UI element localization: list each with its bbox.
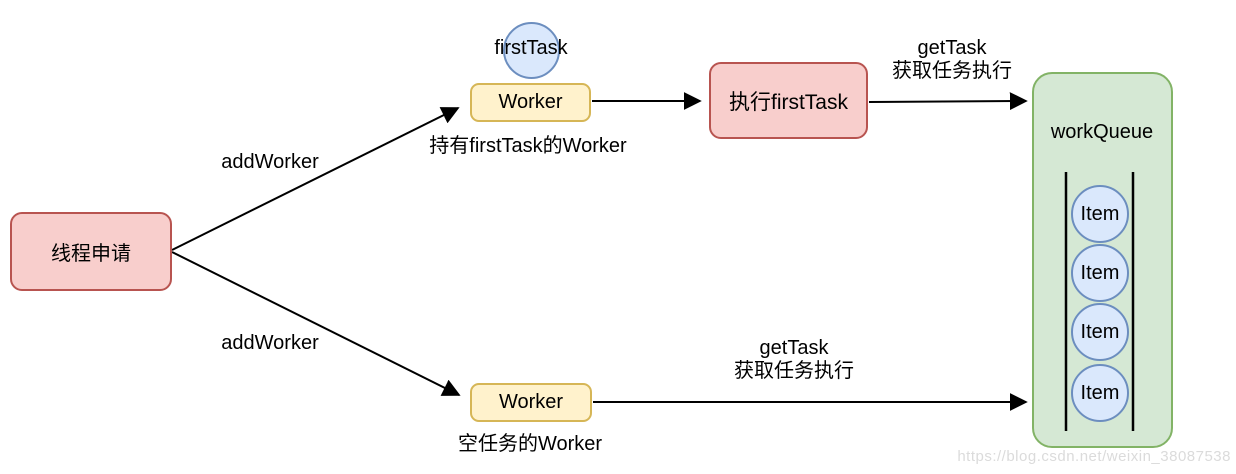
edge-label-gettask-bottom: getTask 获取任务执行 (734, 337, 854, 383)
edge-label-addworker-bottom: addWorker (221, 332, 319, 354)
edge-addworker-bottom-arrow (171, 251, 461, 396)
worker-top-caption: 持有firstTask的Worker (429, 135, 627, 157)
gettask-bottom-line1: getTask (759, 337, 829, 359)
exec-first-task-box[interactable]: 执行firstTask (709, 62, 868, 139)
worker-bottom-caption: 空任务的Worker (457, 433, 603, 455)
worker-top-box[interactable]: Worker (470, 83, 591, 122)
exec-first-task-label: 执行firstTask (728, 90, 848, 114)
first-task-label: firstTask (494, 37, 568, 59)
edge-label-gettask-top: getTask 获取任务执行 (892, 37, 1012, 83)
edge-addworker-top-arrow (171, 107, 460, 251)
edge-exec-to-queue-arrow (868, 92, 1028, 111)
worker-top-label: Worker (498, 91, 563, 113)
work-queue-label: workQueue (1050, 121, 1154, 143)
queue-item[interactable]: Item (1071, 244, 1129, 302)
thread-request-label: 线程申请 (51, 243, 131, 265)
queue-item[interactable]: Item (1071, 303, 1129, 361)
queue-item-label: Item (1080, 261, 1120, 284)
queue-item[interactable]: Item (1071, 364, 1129, 422)
first-task-circle[interactable] (503, 22, 560, 79)
watermark-url: https://blog.csdn.net/weixin_38087538 (957, 448, 1231, 465)
worker-bottom-box[interactable]: Worker (470, 383, 592, 422)
queue-item-label: Item (1080, 381, 1120, 404)
worker-bottom-label: Worker (498, 391, 564, 413)
thread-request-box[interactable]: 线程申请 (10, 212, 172, 291)
gettask-top-line1: getTask (917, 37, 987, 59)
queue-item[interactable]: Item (1071, 185, 1129, 243)
gettask-bottom-line2: 获取任务执行 (734, 360, 854, 382)
queue-item-label: Item (1080, 202, 1120, 225)
gettask-top-line2: 获取任务执行 (892, 60, 1012, 82)
edge-label-addworker-top: addWorker (221, 151, 319, 173)
queue-item-label: Item (1080, 320, 1120, 343)
